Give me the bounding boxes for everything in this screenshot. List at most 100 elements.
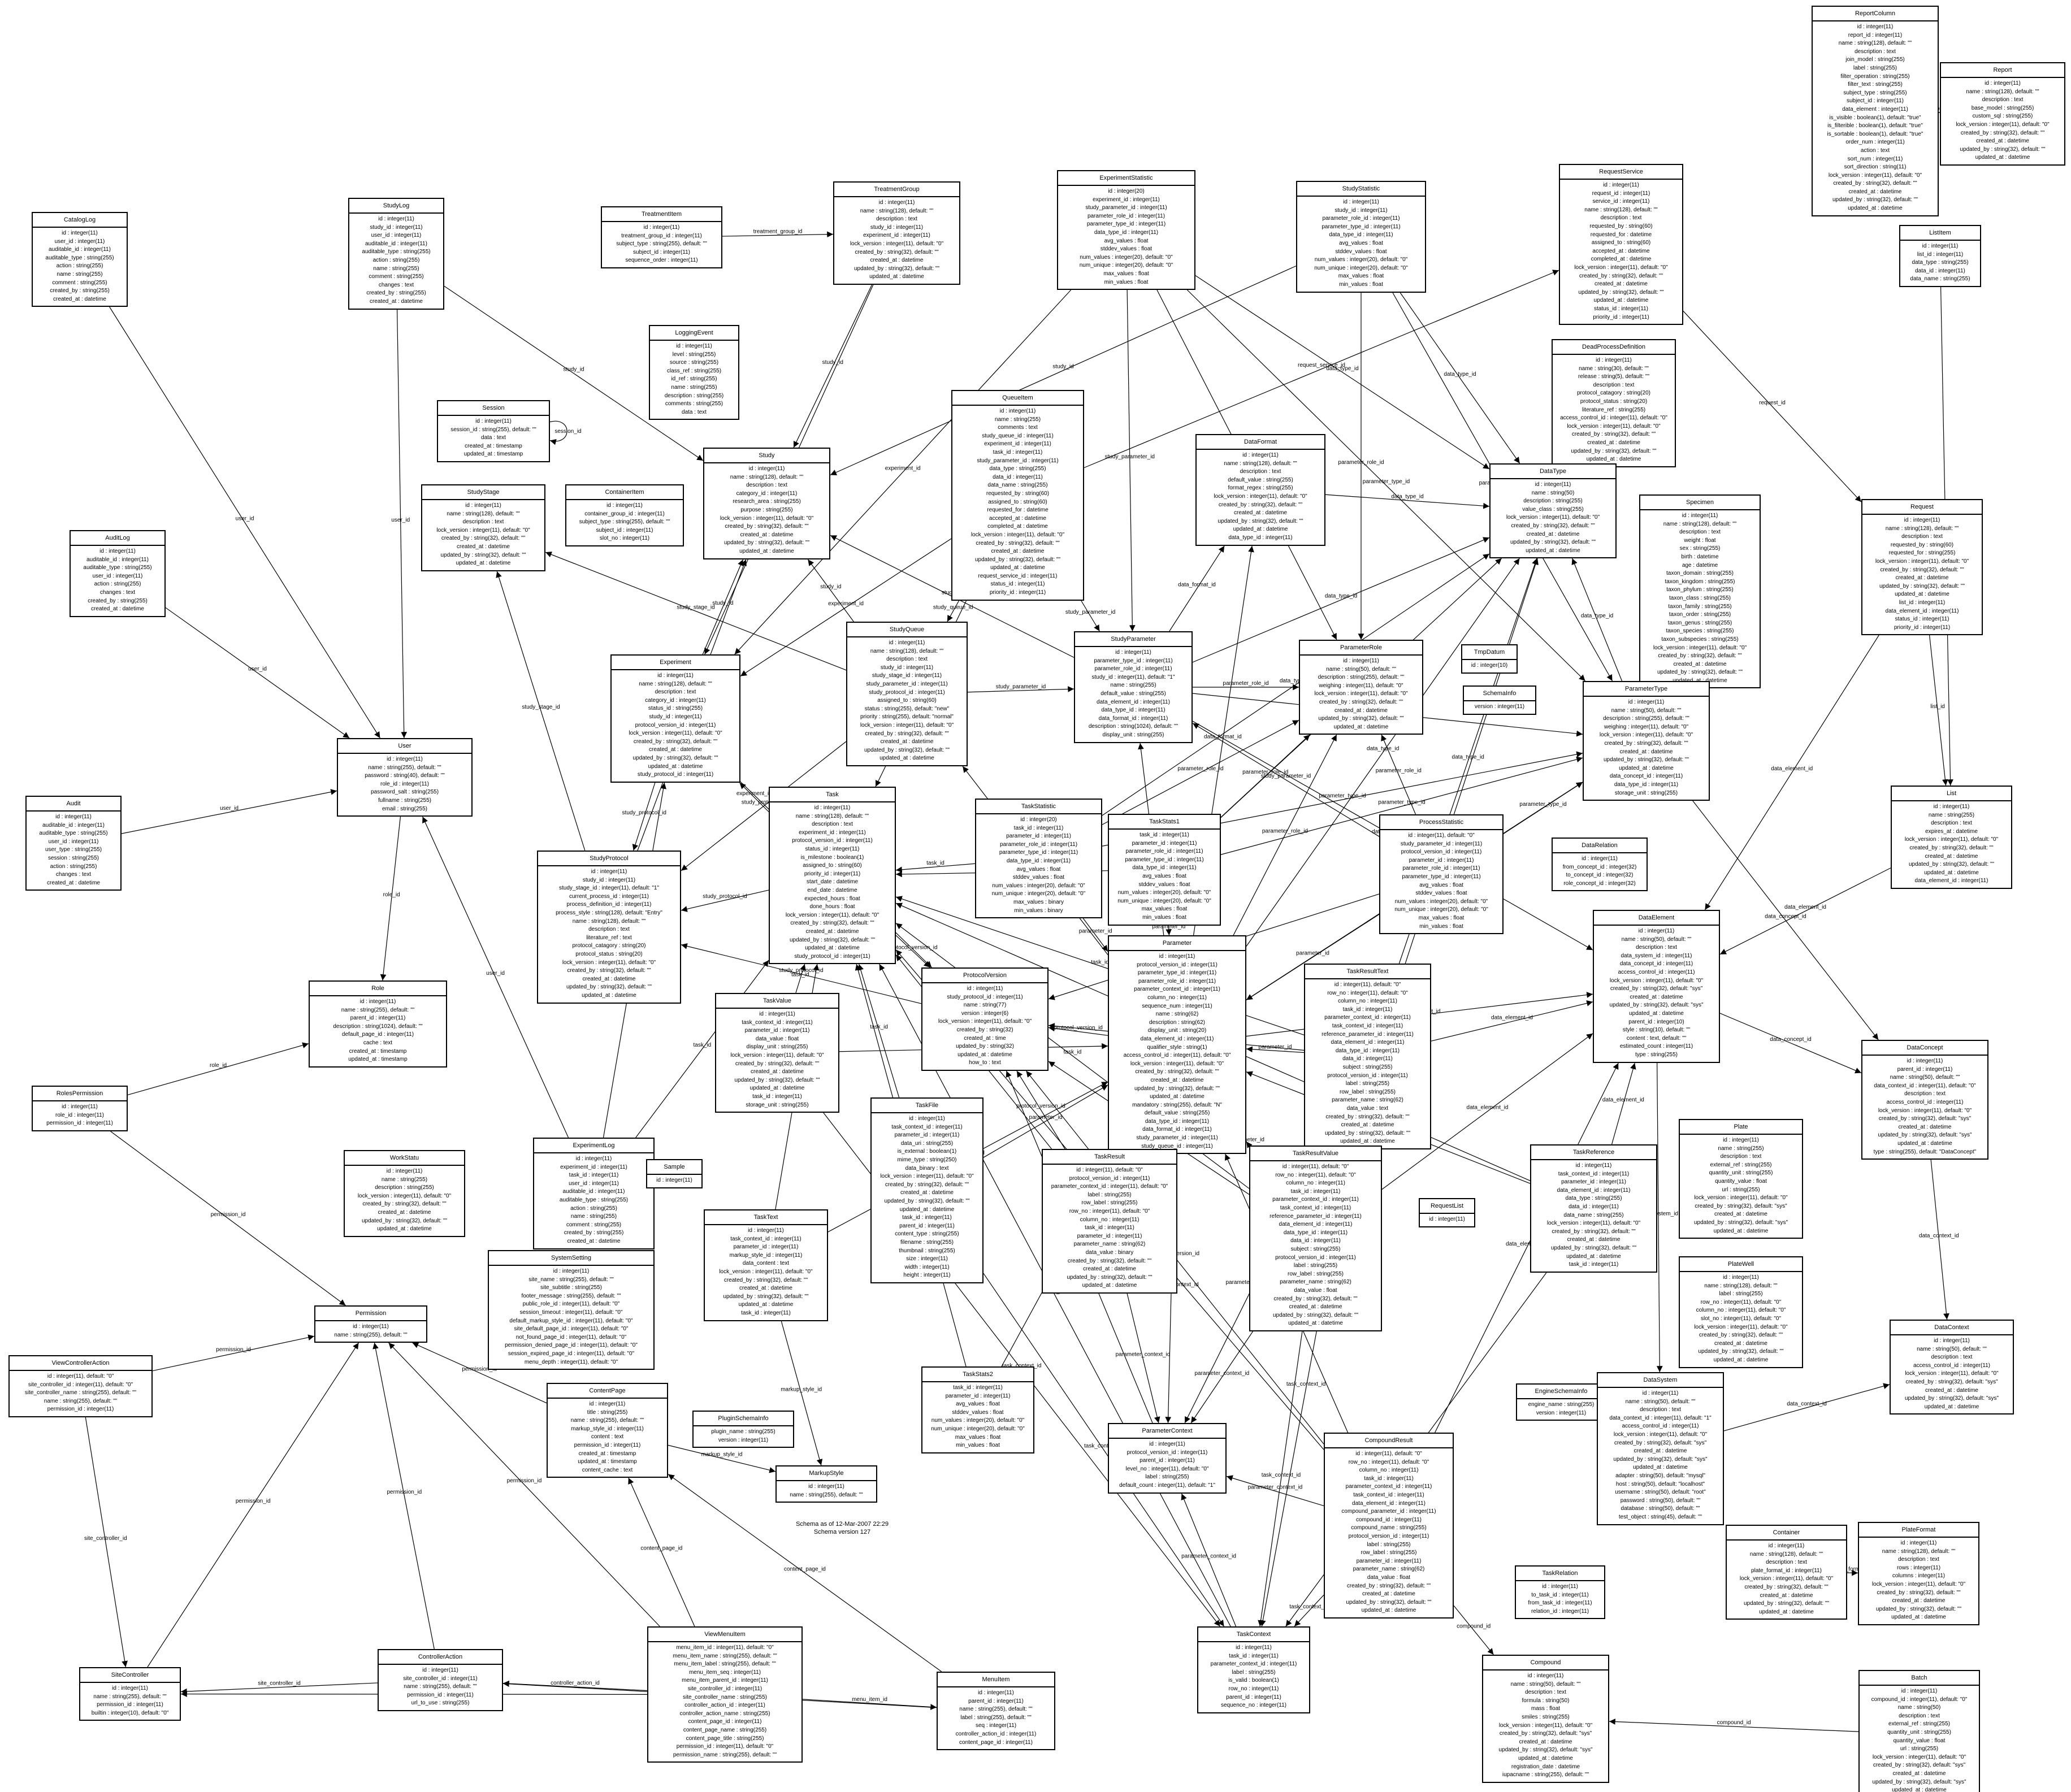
- entity-attribute: description : text: [876, 216, 917, 223]
- entity-attribute: test_object : string(45), default: "": [1618, 1513, 1702, 1520]
- relation-line: [983, 1273, 1225, 1627]
- relation-line: [1220, 756, 1583, 855]
- entity-attribute: label : string(255): [1088, 1191, 1132, 1198]
- entity-attributes: id : integer(11), default: "0"row_no : i…: [1325, 1448, 1453, 1617]
- entity-attribute: name : string(255), default: "": [790, 1491, 863, 1498]
- entity-attribute: is_valid : boolean(1): [1228, 1677, 1279, 1684]
- relation-label: markup_style_id: [781, 1387, 822, 1393]
- entity-attribute: created_by : string(32), default: "": [1604, 740, 1688, 747]
- entity-attributes: id : integer(11)name : string(50)descrip…: [1491, 479, 1615, 557]
- entity-attribute: parent_id : integer(10): [1628, 1018, 1684, 1025]
- relation-view-menu-item-to-menu-item: menu_item_id: [802, 1696, 937, 1710]
- relation-label: data_type_id: [1325, 593, 1357, 600]
- relation-task-to-study-protocol: study_protocol_id: [681, 890, 769, 912]
- entity-attribute: id : integer(11): [759, 1011, 795, 1017]
- entity-attribute: lock_version : integer(11), default: "0": [938, 1018, 1032, 1025]
- entity-attribute: id : integer(11): [1922, 243, 1959, 249]
- entity-attribute: name : string(128), default: "": [639, 680, 712, 687]
- relation-label: request_service_id: [1298, 362, 1345, 368]
- entity-attribute: changes : text: [378, 281, 414, 288]
- entity-attributes: id : integer(11)session_id : string(255)…: [438, 416, 549, 461]
- entity-attribute: id : integer(11): [1933, 804, 1970, 810]
- entity-attribute: role_id : integer(11): [55, 1112, 104, 1118]
- entity-title: DeadProcessDefinition: [1553, 340, 1675, 355]
- entity-attribute: id : integer(11): [1603, 182, 1639, 188]
- entity-attribute: id : integer(11): [55, 814, 92, 820]
- entity-attribute: created_by : string(32), default: "": [1135, 1069, 1219, 1075]
- entity-attribute: created_by : string(32), default: "": [1273, 1295, 1358, 1302]
- entity-attribute: compound_id : integer(11), default: "0": [1871, 1696, 1968, 1703]
- entity-attribute: description : text: [746, 482, 787, 489]
- entity-attribute: task_id : integer(11): [1229, 1652, 1279, 1659]
- entity-attribute: created_by : string(32): [956, 1026, 1013, 1033]
- entity-title: PlateWell: [1680, 1257, 1802, 1272]
- entity-attribute: name : string(255): [1928, 812, 1975, 818]
- entity-attribute: role_concept_id : integer(32): [1563, 880, 1636, 887]
- entity-attribute: auditable_type : string(255): [559, 1196, 629, 1203]
- entity-attribute: id : integer(11): [1723, 1274, 1759, 1281]
- relation-label: parameter_role_id: [1376, 768, 1422, 774]
- entity-attribute: created_by : string(32), default: "": [1571, 431, 1656, 438]
- entity-attribute: weighing : integer(11), default: "0": [1319, 682, 1403, 689]
- entity-attribute: data_type_id : integer(11): [1094, 229, 1159, 236]
- entity-attribute: user_type : string(255): [45, 847, 102, 853]
- entity-attribute: id : integer(11), default: "0": [1076, 1167, 1143, 1173]
- entity-attribute: label : string(255): [1367, 1541, 1411, 1548]
- entity-attribute: display_unit : string(20): [1147, 1027, 1207, 1034]
- entity-attribute: updated_by : string(32), default: "sys": [1693, 1219, 1788, 1226]
- entity-title: RolesPermission: [33, 1087, 127, 1101]
- relation-content-page-to-permission: permission_id: [412, 1342, 547, 1404]
- entity-attribute: purpose : string(255): [740, 506, 793, 513]
- entity-attribute: data_name : string(255): [987, 482, 1048, 489]
- entity-attribute: lock_version : integer(11), default: "0": [1506, 514, 1600, 521]
- entity-attribute: task_id : integer(11): [1085, 1225, 1134, 1231]
- relation-line: [1127, 1293, 1160, 1424]
- relation-label: experiment_id: [828, 601, 864, 607]
- entity-attribute: taxon_domain : string(255): [1666, 570, 1734, 577]
- entity-attribute: id : integer(11): [1638, 928, 1675, 934]
- entity-attribute: updated_at : datetime: [1848, 205, 1903, 212]
- entity-attribute: study_parameter_id : integer(11): [977, 457, 1059, 464]
- relation-label: parameter_id: [1231, 1137, 1264, 1143]
- relation-line: [947, 600, 960, 622]
- entity-attribute: num_unique : integer(20), default: "0": [931, 1425, 1025, 1432]
- entity-attribute: data_type : string(255): [989, 466, 1046, 472]
- entity-attribute: menu_item_seq : integer(11): [688, 1669, 761, 1676]
- entity-attribute: subject_id : integer(11): [596, 527, 653, 533]
- entity-attribute: content_type : string(255): [895, 1231, 959, 1238]
- entity-attribute: id : integer(11): [1542, 1583, 1578, 1590]
- entity-attribute: is_filterible : boolean(1), default: "tr…: [1827, 123, 1923, 129]
- entity-attribute: id : integer(11): [1343, 658, 1379, 664]
- relation-line: [681, 741, 847, 871]
- entity-attribute: id : integer(11): [643, 224, 680, 231]
- relation-label: permission_id: [387, 1489, 422, 1495]
- entity-attribute: lock_version : integer(11), default: "0": [1214, 493, 1307, 500]
- entity-attributes: id : integer(11), default: "0"row_no : i…: [1305, 979, 1430, 1148]
- entity-attribute: auditable_type : string(255): [45, 254, 114, 261]
- entity-attribute: description : string(1024), default: "": [1088, 723, 1179, 730]
- relation-line: [422, 816, 569, 1138]
- entity-attributes: id : integer(11)auditable_id : integer(1…: [71, 546, 164, 616]
- entity-attribute: created_by : string(255): [564, 1230, 624, 1236]
- entity-attribute: parameter_context_id : integer(11), defa…: [1051, 1183, 1168, 1190]
- entity-attributes: id : integer(11)name : string(128), defa…: [770, 802, 895, 963]
- relation-task-result-value-to-parameter: parameter_id: [1231, 1137, 1264, 1148]
- entity-attribute: updated_at : datetime: [1082, 1282, 1137, 1289]
- relation-line: [165, 607, 350, 739]
- entity-attribute: created_by : string(32), default: "sys": [1878, 1116, 1972, 1122]
- entity-attribute: avg_values : float: [1142, 873, 1186, 879]
- entity-attribute: column_no : integer(11): [1286, 1180, 1345, 1187]
- entity-attribute: updated_by : string(32), default: "": [1510, 539, 1596, 546]
- entity-attribute: created_by : string(32), default: "": [1909, 844, 1994, 851]
- entity-attribute: taxon_family : string(255): [1668, 603, 1732, 610]
- entity-attribute: lock_version : integer(11), default: "0": [1653, 644, 1747, 651]
- entity-attribute: updated_at : datetime: [805, 945, 860, 952]
- relation-label: data_element_id: [1506, 1241, 1548, 1247]
- entity-attribute: category_id : integer(11): [736, 490, 798, 497]
